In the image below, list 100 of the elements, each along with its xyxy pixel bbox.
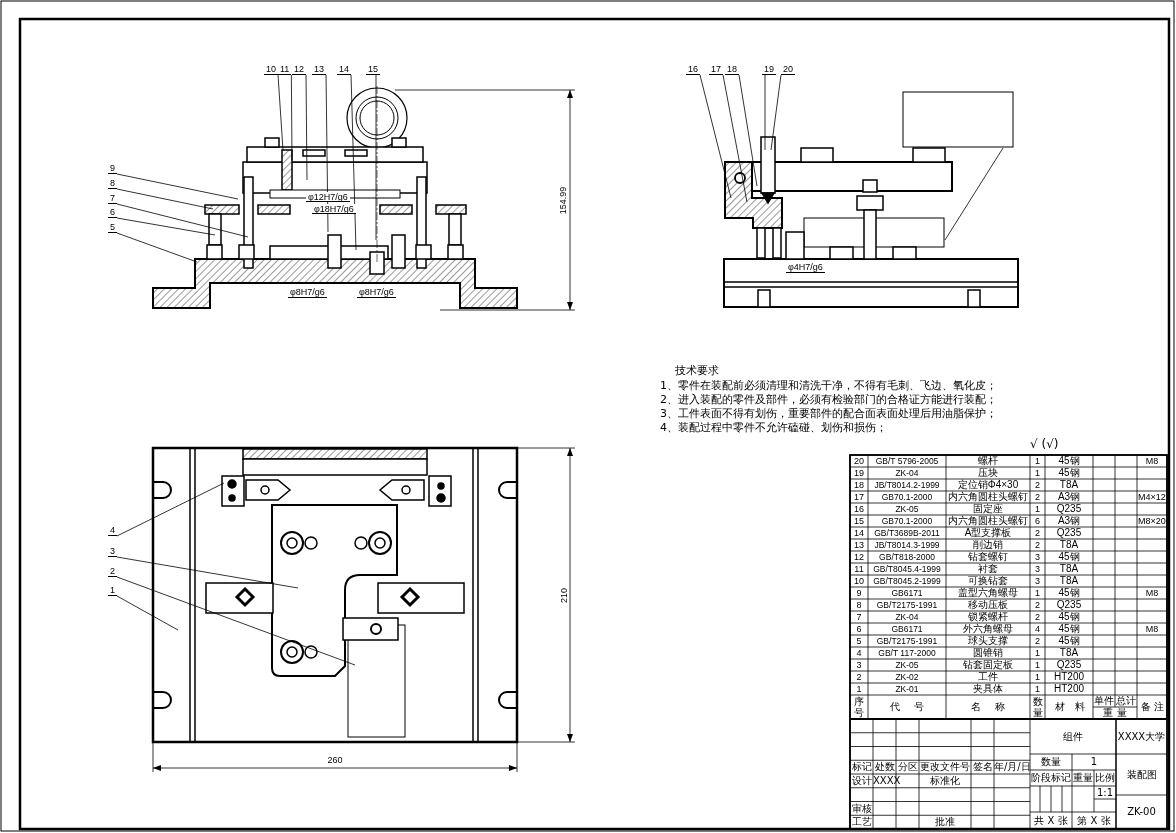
requirements-heading: 技术要求 (675, 364, 719, 377)
table-cell-text: 2 (855, 671, 863, 683)
title-block-cell-text: 装配图 (1125, 768, 1158, 782)
table-cell-text: Q235 (1055, 599, 1083, 611)
table-cell-text: GB/T8045.4-1999 (872, 563, 942, 575)
table-cell: 总计 (1115, 695, 1137, 707)
title-block-cell: 处数 (873, 760, 896, 774)
table-cell: 单件 (1093, 695, 1115, 707)
table-cell-text: 内六角圆柱头螺钉 (947, 515, 1029, 527)
table-cell-text: 代号 (889, 700, 939, 714)
leader-line (305, 74, 308, 181)
leader-line (375, 74, 377, 241)
table-cell-text: 衬套 (977, 563, 999, 575)
table-cell-text: 17 (853, 491, 865, 503)
table-cell-text: 1 (1034, 671, 1041, 683)
dimension-text: 210 (558, 587, 570, 605)
leader-line (764, 74, 766, 151)
callout-number: 20 (781, 64, 795, 75)
table-cell-text: Q235 (1055, 527, 1083, 539)
table-cell-text: GB/T818-2000 (878, 551, 936, 563)
table-cell-text: 2 (1034, 527, 1041, 539)
callout-number: 15 (366, 64, 380, 75)
leader-line (116, 482, 225, 537)
table-cell-text: 5 (855, 635, 863, 647)
table-cell-text: M8 (1144, 587, 1160, 599)
title-block-cell-text: 数量 (1040, 755, 1062, 769)
leader-line (699, 74, 732, 199)
leader-line (290, 74, 293, 161)
title-block-cell-text: 阶段标记 (1030, 771, 1072, 785)
table-cell: M8×20 (1137, 515, 1167, 527)
callout-number: 17 (709, 64, 723, 75)
table-cell-text: GB/T2175-1991 (875, 635, 939, 647)
title-block-cell-text: 1 (1089, 755, 1099, 769)
table-cell-text: 固定座 (972, 503, 1004, 515)
table-cell-text: GB/T 5796-2005 (874, 455, 940, 467)
table-cell-text: 12 (853, 551, 865, 563)
table-cell-text: 1 (1034, 683, 1041, 695)
table-cell-text: 外六角螺母 (962, 623, 1014, 635)
table-cell-text: 3 (1034, 563, 1041, 575)
leader-line (738, 74, 758, 187)
table-cell-text: M8 (1144, 623, 1160, 635)
table-cell-text: 3 (1034, 551, 1041, 563)
title-block-cell-text: XXXX大学 (1116, 730, 1167, 744)
table-cell-text: GB6171 (890, 623, 924, 635)
leader-line (116, 173, 239, 200)
table-cell-text: JB/T8014.3-1999 (873, 539, 941, 551)
callout-number: 9 (108, 163, 117, 174)
leader-line (116, 217, 216, 236)
callout-number: 4 (108, 525, 117, 536)
table-cell-text: 钻套固定板 (962, 659, 1014, 671)
table-cell-text: 压块 (977, 467, 999, 479)
table-cell-text: 材料 (1054, 701, 1093, 714)
table-cell-text: 10 (853, 575, 865, 587)
fit-tolerance-label: φ18H7/g6 (312, 204, 356, 214)
dimension-text: 154.99 (557, 185, 569, 217)
title-block-cell-text: 标准化 (929, 774, 961, 788)
table-cell-text: 9 (855, 587, 863, 599)
table-cell-text: 钻套螺钉 (967, 551, 1009, 563)
callout-number: 14 (337, 64, 351, 75)
table-cell-text: 3 (855, 659, 863, 671)
requirement-text: 1、零件在装配前必须清理和清洗干净，不得有毛刺、飞边、氧化皮； (660, 379, 997, 392)
table-cell-text: 45钢 (1057, 467, 1081, 479)
table-cell-text: ZK-04 (894, 611, 920, 623)
fit-tolerance-label: φ8H7/g6 (357, 287, 396, 298)
callout-number: 13 (312, 64, 326, 75)
table-cell-text: 1 (1034, 467, 1041, 479)
table-cell-text: HT200 (1053, 683, 1085, 695)
table-cell-text: A3钢 (1056, 515, 1082, 527)
table-cell-text: ZK-05 (894, 659, 920, 671)
table-cell-text: GB/T3689B-2011 (873, 527, 941, 539)
leader-line (116, 203, 249, 238)
table-cell-text: 14 (853, 527, 865, 539)
table-cell-text: ZK-02 (894, 671, 920, 683)
table-cell-text: 45钢 (1057, 623, 1081, 635)
table-cell-text: 移动压板 (967, 599, 1009, 611)
table-cell-text: 45钢 (1057, 611, 1081, 623)
callout-number: 18 (725, 64, 739, 75)
table-cell-text: T8A (1058, 647, 1080, 659)
table-cell-text: A3钢 (1056, 491, 1082, 503)
table-cell-text: 7 (855, 611, 863, 623)
table-cell-text: T8A (1058, 479, 1080, 491)
title-block-cell-text: 共 X 张 (1033, 814, 1069, 828)
table-cell-text: 18 (853, 479, 865, 491)
table-cell-text: 1 (1034, 659, 1041, 671)
table-cell-text: 可换钻套 (967, 575, 1009, 587)
table-cell-text: 数量 (1031, 695, 1044, 719)
callout-number: 8 (108, 178, 117, 189)
fit-tolerance-label: φ4H7/g6 (786, 262, 825, 273)
table-cell-text: 16 (853, 503, 865, 515)
table-cell-text: 2 (1034, 635, 1041, 647)
surface-roughness-note: √ (√) (1030, 436, 1059, 452)
title-block-cell: 设计 (850, 774, 873, 788)
table-cell-text: 19 (853, 467, 865, 479)
callout-number: 2 (108, 566, 117, 577)
table-cell-text: GB6171 (890, 587, 924, 599)
table-cell-text: 45钢 (1057, 635, 1081, 647)
callout-number: 7 (108, 193, 117, 204)
table-cell-text: GB/T 117-2000 (877, 647, 937, 659)
table-cell-text: 45钢 (1057, 455, 1081, 467)
table-cell-text: 8 (855, 599, 863, 611)
